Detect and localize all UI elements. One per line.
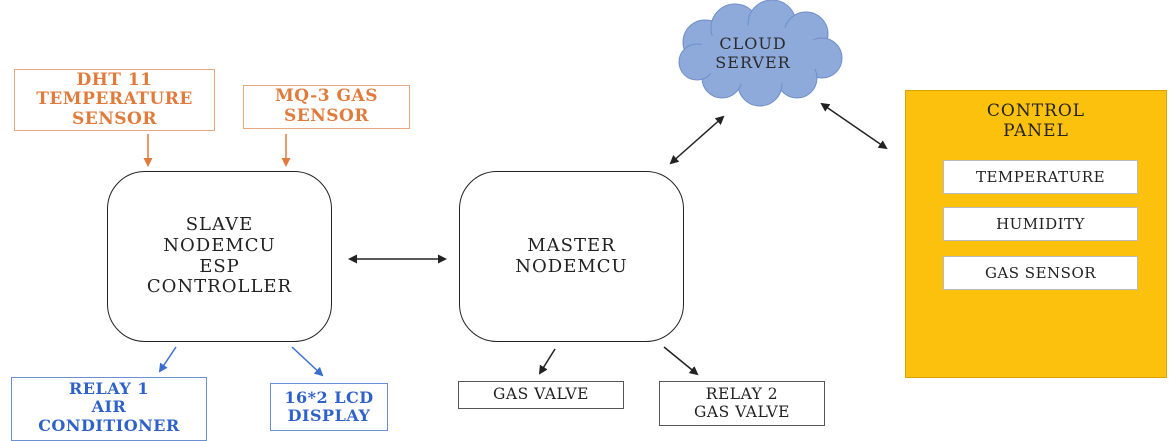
- arrow-slave-to-relay1: [158, 346, 177, 373]
- panel-item-gas-sensor: GAS SENSOR: [943, 256, 1138, 290]
- arrow-slave-to-lcd: [291, 346, 324, 377]
- relay1-air-conditioner-box: RELAY 1 AIR CONDITIONER: [11, 377, 207, 441]
- arrow-cloud-panel: [820, 102, 888, 150]
- relay2-gas-valve-box: RELAY 2 GAS VALVE: [659, 381, 825, 426]
- arrow-master-to-gas-valve: [538, 348, 556, 375]
- lcd-display-box: 16*2 LCD DISPLAY: [270, 383, 388, 431]
- cloud-server-label: CLOUD SERVER: [715, 34, 791, 73]
- control-panel: CONTROL PANEL TEMPERATURE HUMIDITY GAS S…: [905, 90, 1167, 378]
- arrow-master-to-relay2: [663, 346, 699, 376]
- arrow-master-cloud: [669, 115, 725, 165]
- panel-item-humidity: HUMIDITY: [943, 207, 1138, 241]
- master-nodemcu-box: MASTER NODEMCU: [459, 171, 684, 342]
- gas-valve-box: GAS VALVE: [458, 381, 624, 409]
- control-panel-title: CONTROL PANEL: [986, 101, 1086, 142]
- dht11-sensor-box: DHT 11 TEMPERATURE SENSOR: [14, 69, 215, 131]
- cloud-shape: [678, 0, 843, 107]
- slave-nodemcu-box: SLAVE NODEMCU ESP CONTROLLER: [107, 171, 332, 342]
- mq3-sensor-box: MQ-3 GAS SENSOR: [243, 85, 410, 129]
- panel-item-temperature: TEMPERATURE: [943, 160, 1138, 194]
